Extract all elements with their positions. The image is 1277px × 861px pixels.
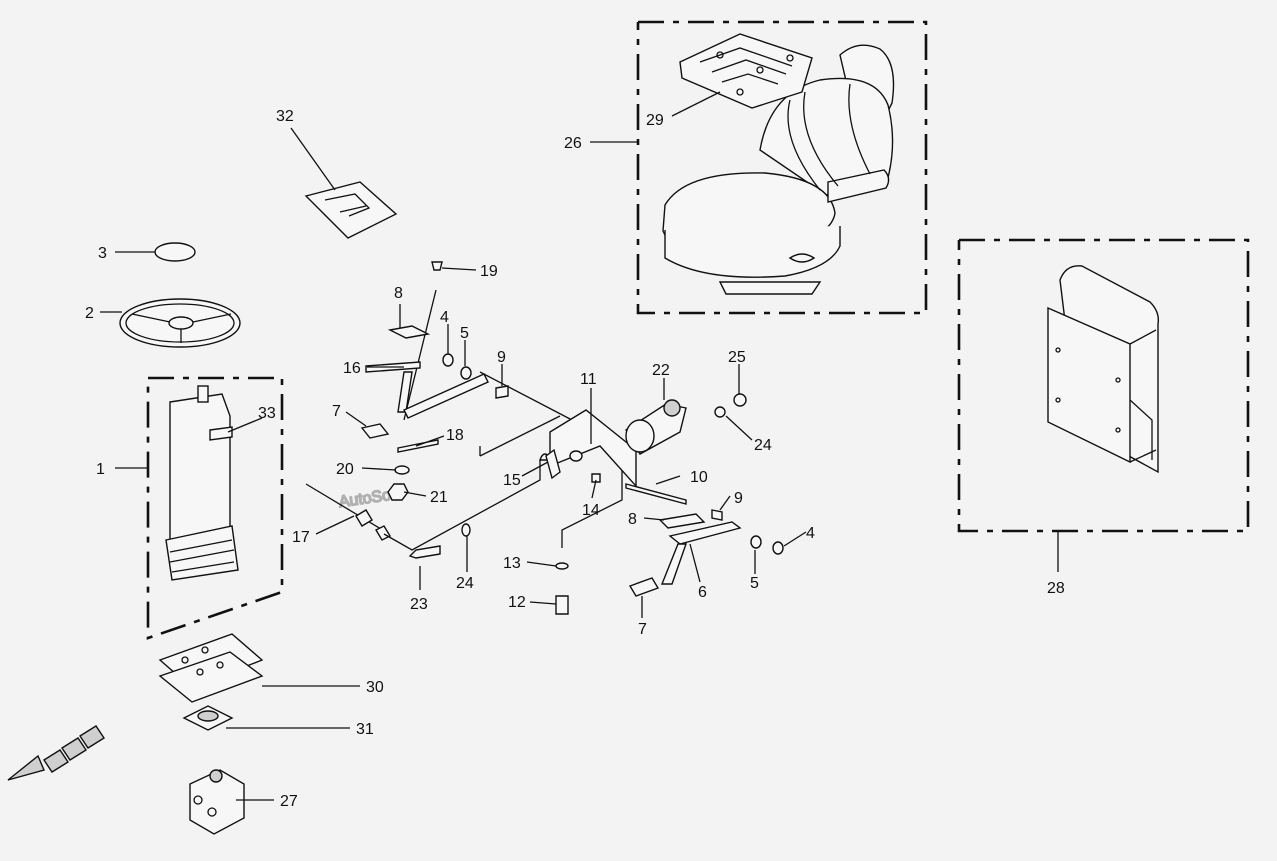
driver-seat-part	[662, 44, 895, 295]
callout-12: 12	[508, 594, 526, 611]
callout-31: 31	[356, 721, 374, 738]
callout-labels: 1 2 3 4 4 5 5 6 7 7 8 8 9 9 10 11 12 13 …	[85, 108, 1065, 810]
flange-plate-part	[182, 705, 234, 731]
callout-23: 23	[410, 596, 428, 613]
seat-group-frame	[636, 20, 928, 315]
steering-wheel-part	[119, 298, 241, 348]
callout-29: 29	[646, 112, 664, 129]
callout-3: 3	[98, 245, 107, 262]
callout-6: 6	[698, 584, 707, 601]
cover-plate-part	[304, 181, 398, 239]
horn-cap-part	[154, 242, 196, 262]
callout-30: 30	[366, 679, 384, 696]
callout-14: 14	[582, 502, 600, 519]
callout-22: 22	[652, 362, 670, 379]
callout-32: 32	[276, 108, 294, 125]
callout-13: 13	[503, 555, 521, 572]
steering-valve-part	[189, 769, 245, 835]
callout-33: 33	[258, 405, 276, 422]
callout-9-top: 9	[497, 349, 506, 366]
callout-19: 19	[480, 263, 498, 280]
callout-21: 21	[430, 489, 448, 506]
callout-10: 10	[690, 469, 708, 486]
callout-20: 20	[336, 461, 354, 478]
backrest-group-frame	[957, 238, 1250, 533]
callout-8-top: 8	[394, 285, 403, 302]
callout-5-right: 5	[750, 575, 759, 592]
callout-9-right: 9	[734, 490, 743, 507]
callout-24-bottom: 24	[456, 575, 474, 592]
callout-17: 17	[292, 529, 310, 546]
callout-27: 27	[280, 793, 298, 810]
pedal-linkage-assembly	[305, 261, 784, 615]
callout-26: 26	[564, 135, 582, 152]
callout-15: 15	[503, 472, 521, 489]
direction-arrow-icon	[7, 725, 105, 781]
callout-5-top: 5	[460, 325, 469, 342]
leader-lines	[100, 91, 1059, 801]
callout-16: 16	[343, 360, 361, 377]
seat-mounting-plate-part	[679, 33, 813, 109]
callout-2: 2	[85, 305, 94, 322]
callout-1: 1	[96, 461, 105, 478]
steering-column-part	[165, 385, 239, 581]
callout-18: 18	[446, 427, 464, 444]
callout-4-right: 4	[806, 525, 815, 542]
valve-gasket-part	[158, 633, 264, 703]
callout-28: 28	[1047, 580, 1065, 597]
callout-8-right: 8	[628, 511, 637, 528]
callout-25: 25	[728, 349, 746, 366]
callout-11: 11	[580, 371, 597, 388]
callout-4-top: 4	[440, 309, 449, 326]
callout-7-bottom: 7	[638, 621, 647, 638]
callout-7-left: 7	[332, 403, 341, 420]
callout-24-right: 24	[754, 437, 772, 454]
passenger-seat-part	[1047, 265, 1160, 474]
steering-column-group-frame	[146, 376, 284, 640]
